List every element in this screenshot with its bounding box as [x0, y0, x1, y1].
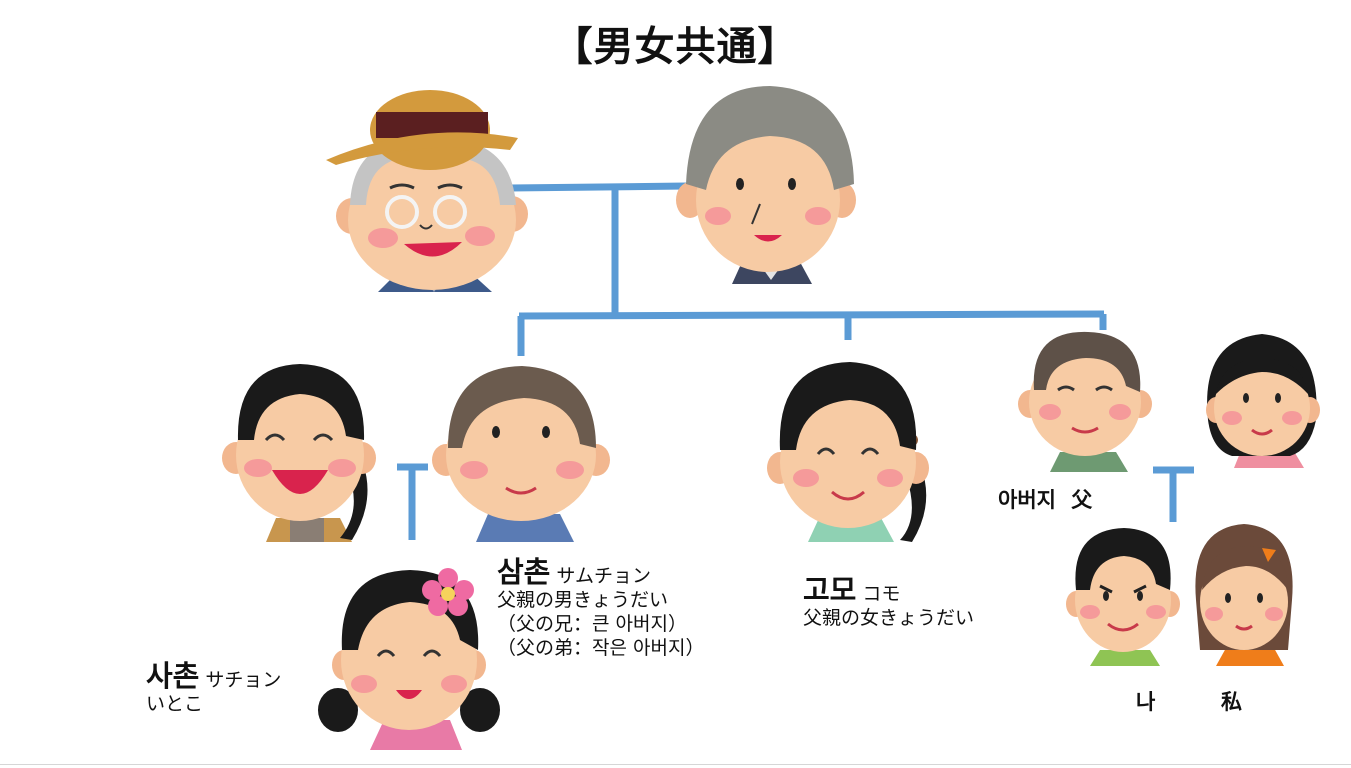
- cousin-girl-icon: [318, 568, 500, 750]
- siblings-bar: [518, 310, 1105, 320]
- bottom-divider: [0, 764, 1351, 765]
- connector-lines: [397, 182, 1194, 540]
- grandfather-icon: [326, 90, 528, 292]
- uncle-korean: 삼촌: [497, 555, 551, 589]
- girl-icon: [1195, 524, 1293, 666]
- father-label: 아버지 父: [998, 488, 1092, 512]
- aunt-korean: 고모: [803, 573, 857, 607]
- uncle-japanese: 父親の男きょうだい: [497, 589, 669, 611]
- uncle-wife-icon: [222, 364, 376, 542]
- father-icon: [1018, 331, 1152, 472]
- page-title: 【男女共通】: [552, 24, 799, 70]
- uncle-younger-note: （父の弟：작은 아버지）: [497, 637, 705, 659]
- father-japanese: 父: [1071, 488, 1093, 512]
- mother-icon: [1206, 334, 1320, 468]
- grandmother-icon: [676, 86, 856, 284]
- aunt-japanese: 父親の女きょうだい: [803, 607, 975, 629]
- cousin-kana: サチョン: [205, 669, 282, 691]
- uncle-icon: [432, 366, 610, 542]
- me-korean-label: 나: [1136, 690, 1156, 714]
- aunt-kana: コモ: [862, 583, 901, 605]
- grandparents-link: [509, 182, 687, 192]
- boy-icon: [1066, 528, 1180, 666]
- flower-icon: [422, 568, 474, 616]
- cousin-korean: 사촌: [146, 659, 200, 693]
- father-korean: 아버지: [998, 488, 1056, 512]
- me-japanese-label: 私: [1221, 690, 1242, 714]
- uncle-older-note: （父の兄：큰 아버지）: [497, 613, 687, 635]
- cousin-japanese: いとこ: [146, 693, 204, 715]
- aunt-icon: [767, 362, 929, 542]
- uncle-kana: サムチョン: [556, 565, 651, 587]
